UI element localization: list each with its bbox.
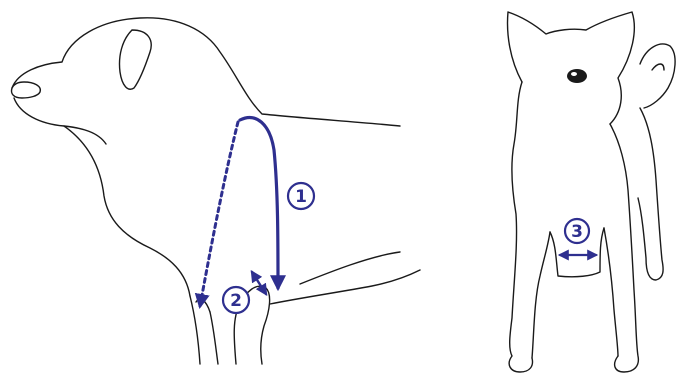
dog-front-back-leg [638, 108, 663, 280]
dog-front-body-left [509, 82, 532, 372]
dog-side-view [11, 18, 420, 364]
dog-side-jaw-outline [14, 98, 106, 144]
marker-1: 1 [288, 183, 314, 209]
dog-side-belly-outline [270, 270, 420, 304]
dog-front-body-right [610, 124, 638, 372]
dog-front-left-leg-inner [532, 232, 550, 358]
dog-side-front-leg-left [190, 296, 200, 364]
measure-1-solid-arrow [240, 118, 278, 288]
dog-front-tail-outline [640, 44, 675, 108]
measure-2-double-arrow [252, 272, 266, 294]
marker-3: 3 [565, 219, 589, 243]
measure-1-dotted-arrow [200, 122, 238, 306]
marker-2: 2 [223, 287, 249, 313]
dog-front-tail-inner [652, 64, 664, 70]
dog-side-ear-outline [120, 30, 152, 89]
dog-side-neck-outline [64, 126, 190, 296]
dog-front-eye-icon [567, 69, 587, 83]
dog-front-right-leg-inner [604, 228, 618, 356]
marker-3-label: 3 [571, 222, 583, 242]
dog-side-head-back-outline [12, 18, 400, 126]
dog-front-eye-highlight [571, 72, 577, 76]
dog-front-view [508, 12, 676, 372]
dog-side-front-leg-inner [210, 312, 218, 364]
dog-side-belly-top [300, 252, 400, 284]
marker-1-label: 1 [295, 187, 307, 207]
dog-side-nose-outline [11, 82, 40, 98]
dog-side-elbow-outline [196, 299, 210, 312]
dog-front-head-outline [508, 12, 635, 124]
marker-2-label: 2 [230, 291, 242, 311]
